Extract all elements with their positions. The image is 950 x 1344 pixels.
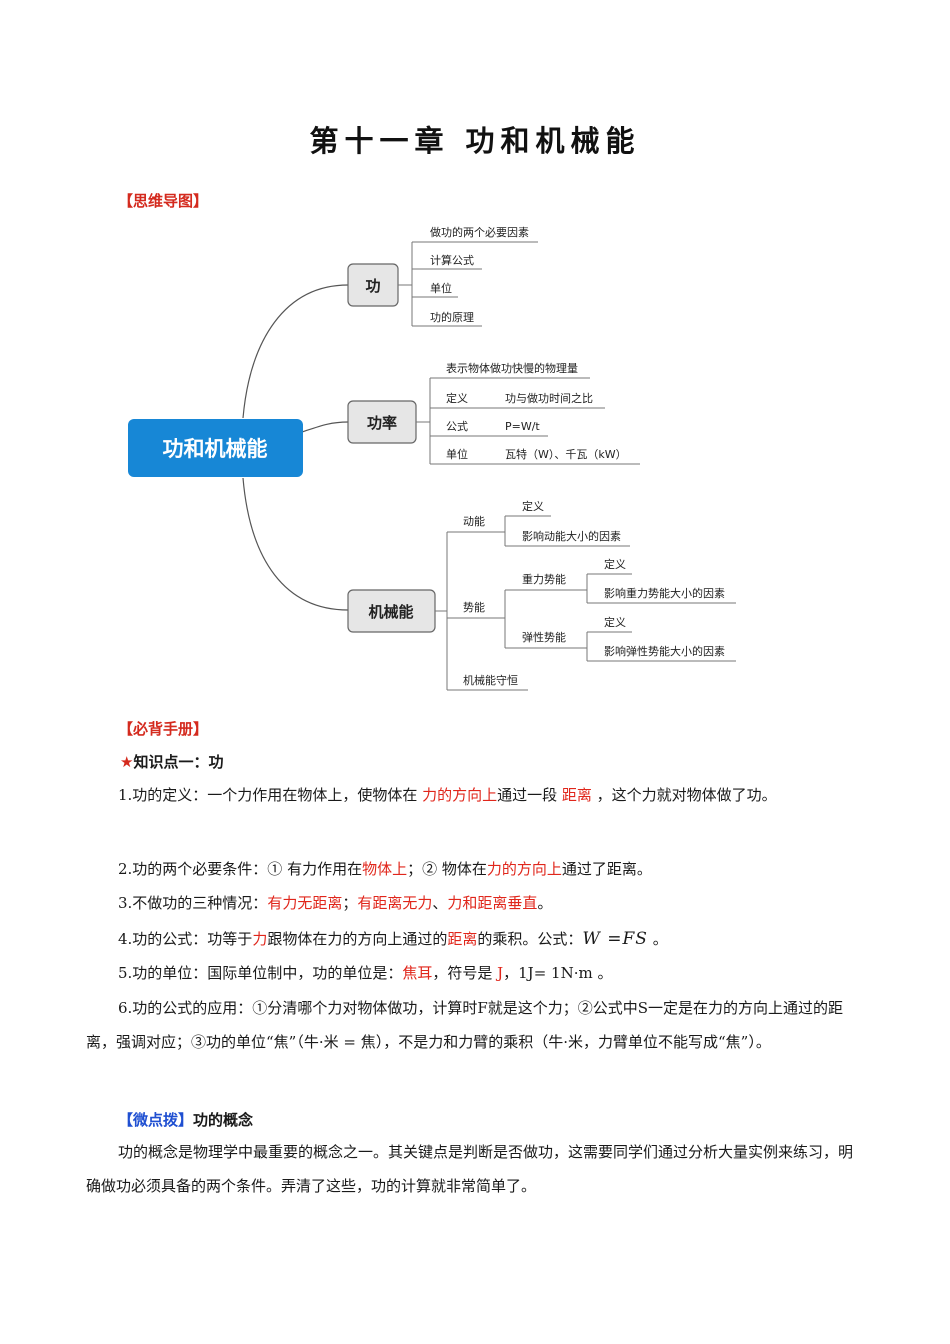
- paragraph-4: 4.功的公式：功等于力跟物体在力的方向上通过的距离的乘积。公式：W =FS 。: [86, 922, 864, 956]
- node-jixieneng-label: 机械能: [368, 603, 413, 621]
- p1-text-e: ，这个力就对物体做了功。: [591, 786, 777, 804]
- gong-item-1: 做功的两个必要因素: [430, 225, 529, 239]
- jx-zhongli-item-2: 影响重力势能大小的因素: [604, 586, 725, 600]
- gonglv-row2-value: P=W/t: [505, 420, 540, 433]
- knowledge-point-1: ★知识点一：功: [120, 751, 223, 772]
- root-node: [128, 419, 303, 477]
- gonglv-row1-value: 功与做功时间之比: [505, 391, 593, 405]
- gonglv-branches: [416, 377, 640, 465]
- p2-text-e: 通过了距离。: [561, 860, 652, 878]
- p3-text-g: 。: [537, 894, 553, 912]
- gonglv-row3-value: 瓦特（W）、千瓦（kW）: [505, 447, 627, 461]
- node-gong-label: 功: [365, 277, 380, 295]
- jx-tanxing-item-1: 定义: [604, 615, 626, 629]
- p1-red-b: 力的方向上: [422, 786, 498, 804]
- p4-red-b: 力: [252, 930, 268, 948]
- p3-red-d: 有距离无力: [357, 894, 433, 912]
- paragraph-3: 3.不做功的三种情况：有力无距离；有距离无力、力和距离垂直。: [86, 886, 864, 920]
- p5-red-d: J: [497, 964, 504, 982]
- p3-text-e: 、: [432, 894, 448, 912]
- knowledge-point-label: 知识点一：功: [133, 753, 224, 771]
- jx-dongneng-item-2: 影响动能大小的因素: [522, 529, 621, 543]
- p5-red-b: 焦耳: [402, 964, 433, 982]
- p3-red-b: 有力无距离: [267, 894, 343, 912]
- root-connectors: [242, 284, 349, 611]
- gong-item-4: 功的原理: [430, 310, 474, 324]
- p4-red-d: 距离: [447, 930, 478, 948]
- gong-branches: [398, 241, 538, 327]
- p4-text-e: 的乘积。公式：: [477, 930, 583, 948]
- paragraph-5: 5.功的单位：国际单位制中，功的单位是：焦耳，符号是 J，1J= 1N·m 。: [86, 956, 864, 990]
- mind-map: 功和机械能 功 做功的两个必要因素 计算公式 单位 功的原理 功率 表示物体做功…: [128, 225, 736, 691]
- work-formula: W =FS: [582, 929, 648, 949]
- p2-text-a: 2.功的两个必要条件：① 有力作用在: [118, 860, 363, 878]
- p1-text-a: 1.功的定义：一个力作用在物体上，使物体在: [118, 786, 423, 804]
- root-label: 功和机械能: [163, 437, 268, 461]
- star-icon: ★: [120, 753, 134, 771]
- tip-heading: 【微点拨】功的概念: [118, 1109, 253, 1130]
- p2-red-b: 物体上: [362, 860, 408, 878]
- p1-red-d: 距离: [561, 786, 592, 804]
- p3-text-a: 3.不做功的三种情况：: [118, 894, 268, 912]
- p4-text-c: 跟物体在力的方向上通过的: [267, 930, 448, 948]
- mindmap-heading: 【思维导图】: [118, 192, 209, 210]
- p3-text-c: ；: [342, 894, 358, 912]
- gonglv-row1-label: 定义: [446, 391, 468, 405]
- page-title: 第十一章 功和机械能: [309, 124, 641, 158]
- p5-text-c: ，符号是: [432, 964, 498, 982]
- node-gonglv-label: 功率: [367, 414, 397, 432]
- p1-text-c: 通过一段: [497, 786, 562, 804]
- p2-red-d: 力的方向上: [486, 860, 562, 878]
- jx-tanxing: 弹性势能: [522, 630, 566, 644]
- p3-red-f: 力和距离垂直: [447, 894, 538, 912]
- jx-tanxing-item-2: 影响弹性势能大小的因素: [604, 644, 725, 658]
- jixieneng-branches: [435, 515, 736, 691]
- tip-tag: 【微点拨】: [118, 1111, 194, 1129]
- p4-text-f: 。: [647, 930, 668, 948]
- gonglv-row2-label: 公式: [446, 420, 468, 433]
- p4-text-a: 4.功的公式：功等于: [118, 930, 253, 948]
- gong-item-2: 计算公式: [430, 253, 474, 267]
- paragraph-1: 1.功的定义：一个力作用在物体上，使物体在 力的方向上通过一段 距离 ，这个力就…: [86, 778, 864, 812]
- jx-dongneng-item-1: 定义: [522, 499, 544, 513]
- tip-label: 功的概念: [193, 1111, 254, 1129]
- paragraph-7: 功的概念是物理学中最重要的概念之一。其关键点是判断是否做功，这需要同学们通过分析…: [86, 1143, 854, 1195]
- jx-shouheng: 机械能守恒: [463, 673, 518, 687]
- p5-text-e: ，1J= 1N·m 。: [503, 964, 613, 982]
- paragraph-6: 6.功的公式的应用：①分清哪个力对物体做功，计算时F就是这个力；②公式中S一定是…: [86, 999, 844, 1051]
- jx-zhongli: 重力势能: [522, 572, 566, 586]
- gong-item-3: 单位: [430, 281, 452, 295]
- handbook-heading: 【必背手册】: [118, 720, 209, 738]
- gonglv-row3-label: 单位: [446, 447, 468, 461]
- gonglv-top: 表示物体做功快慢的物理量: [446, 361, 578, 375]
- p2-text-c: ；② 物体在: [407, 860, 487, 878]
- jx-shineng: 势能: [463, 600, 485, 614]
- paragraph-2: 2.功的两个必要条件：① 有力作用在物体上；② 物体在力的方向上通过了距离。: [86, 852, 864, 886]
- jx-zhongli-item-1: 定义: [604, 557, 626, 571]
- jx-dongneng: 动能: [463, 514, 485, 528]
- p5-text-a: 5.功的单位：国际单位制中，功的单位是：: [118, 964, 403, 982]
